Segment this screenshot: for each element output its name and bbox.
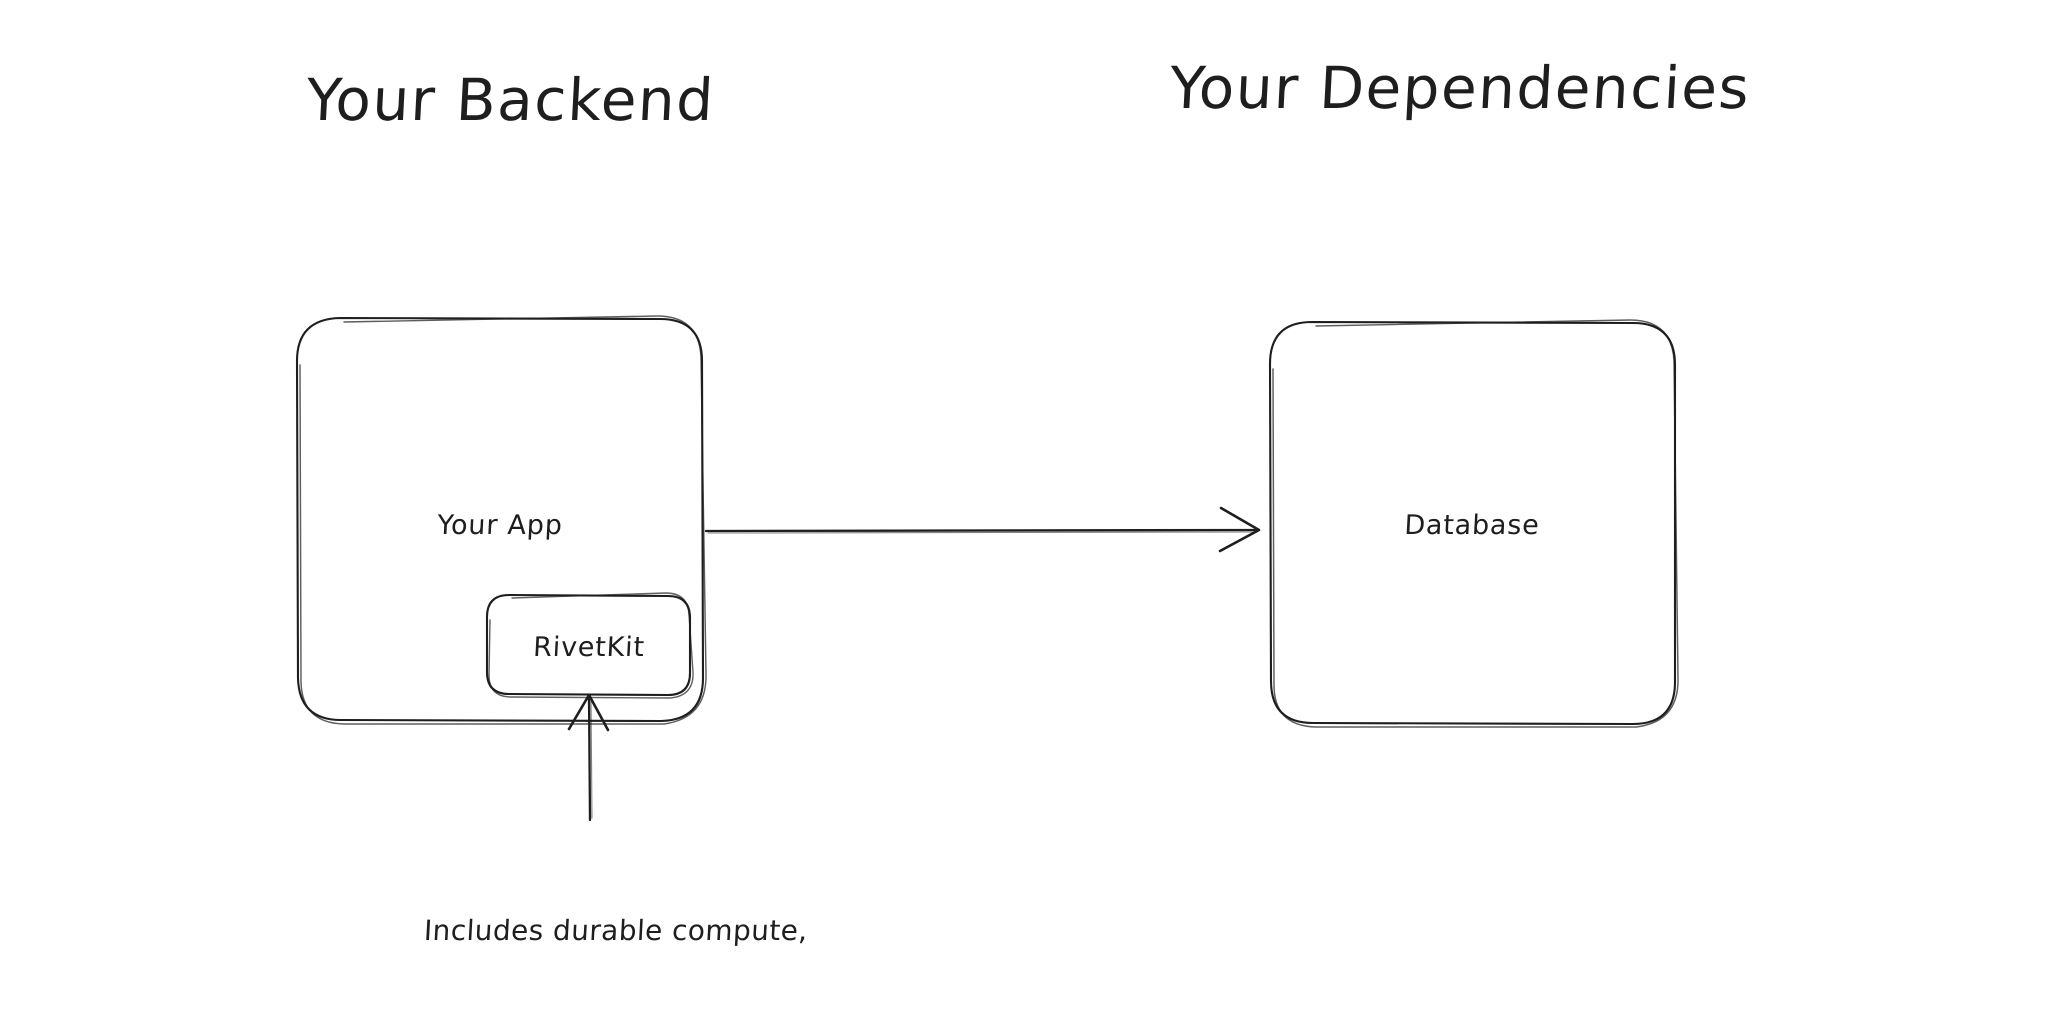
arrow-app-to-database[interactable] [704,506,1261,553]
heading-your-dependencies: Your Dependencies [1167,54,1753,122]
node-database-shape[interactable] [1268,319,1679,728]
node-label-your-app: Your App [436,510,564,541]
node-rivetkit-shape[interactable] [485,592,694,699]
caption-rivetkit-features: Includes durable compute, real-time, sch… [349,838,870,1024]
node-label-rivetkit: RivetKit [532,632,646,663]
heading-your-backend: Your Backend [304,66,717,134]
caption-line: Includes durable compute, [423,914,809,948]
arrow-caption-to-rivetkit[interactable] [567,693,610,822]
node-label-database: Database [1403,510,1541,541]
